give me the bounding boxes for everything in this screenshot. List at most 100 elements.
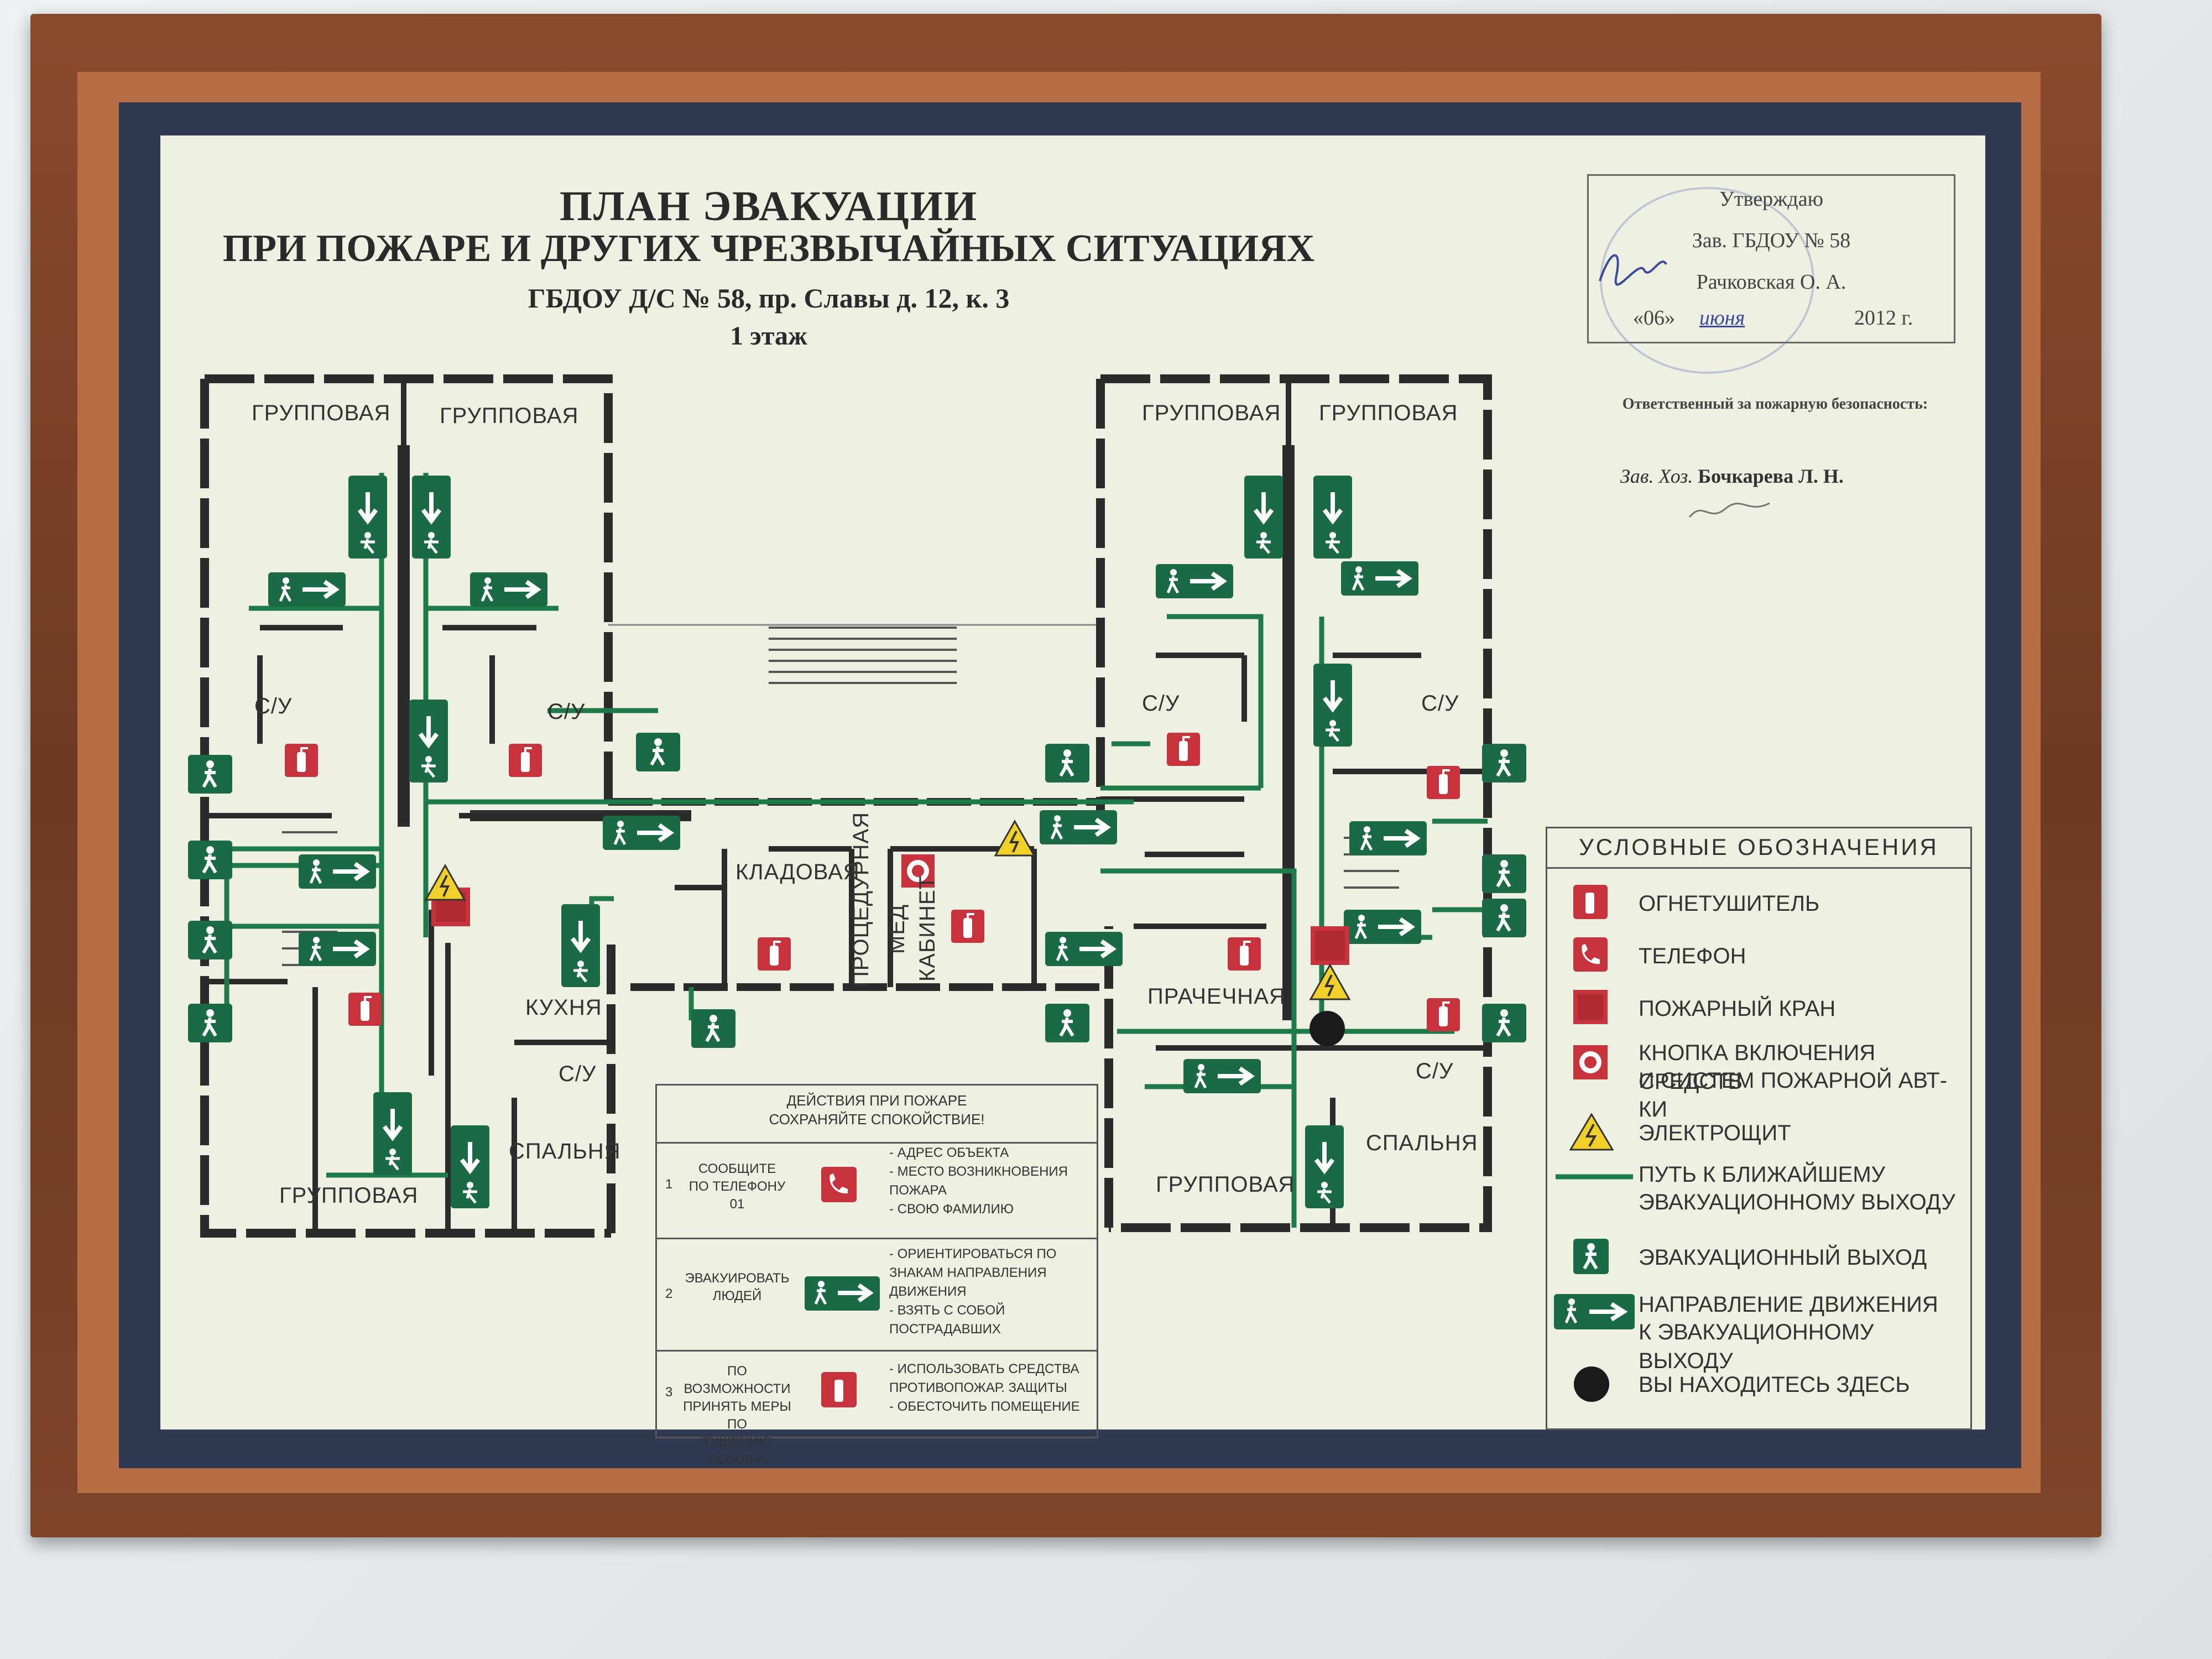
direction-arrow-icon — [561, 904, 600, 987]
direction-arrow-icon — [603, 816, 680, 850]
exit-icon — [1573, 1239, 1609, 1274]
responsible-position: Зав. Хоз. — [1620, 465, 1693, 487]
room-label: ГРУППОВАЯ — [1319, 401, 1458, 425]
direction-arrow-icon — [1349, 821, 1427, 855]
action-detail: ЗНАКАМ НАПРАВЛЕНИЯ — [889, 1265, 1047, 1280]
direction-arrow-icon — [299, 854, 376, 889]
fire-actions-table: ДЕЙСТВИЯ ПРИ ПОЖАРЕ СОХРАНЯЙТЕ СПОКОЙСТВ… — [655, 1084, 1098, 1467]
action-detail: ПОЖАРА — [889, 1183, 947, 1198]
action-detail: - ИСПОЛЬЗОВАТЬ СРЕДСТВА — [889, 1361, 1079, 1376]
legend: УСЛОВНЫЕ ОБОЗНАЧЕНИЯ ОГНЕТУШИТЕЛЬ ТЕЛЕФО… — [1546, 827, 1972, 1430]
direction-arrow-icon — [268, 572, 346, 607]
approval-line3: Рачковская О. А. — [1696, 270, 1846, 294]
fire-extinguisher-icon — [1166, 732, 1201, 767]
action-text: ТУШЕНИЮ ПОЖАРА — [702, 1434, 773, 1467]
legend-text: ВЫ НАХОДИТЕСЬ ЗДЕСЬ — [1639, 1373, 1910, 1397]
action-text: 01 — [729, 1197, 745, 1212]
action-detail: ДВИЖЕНИЯ — [889, 1284, 967, 1299]
fire-hydrant-icon — [1311, 926, 1349, 965]
fire-extinguisher-icon — [347, 992, 383, 1027]
action-text: ПО ТЕЛЕФОНУ — [688, 1179, 786, 1194]
room-label: С/У — [1421, 691, 1459, 716]
plan-floor: 1 этаж — [730, 321, 807, 351]
room-label: МЕД — [885, 904, 909, 954]
action-text: ПРИНЯТЬ МЕРЫ ПО — [683, 1399, 791, 1432]
room-label: С/У — [254, 694, 293, 718]
you-are-here-icon — [1574, 1366, 1609, 1402]
direction-arrow-icon — [1183, 1059, 1261, 1093]
responsible-signature — [1688, 502, 1770, 518]
room-label: ГРУППОВАЯ — [1142, 401, 1281, 425]
fire-extinguisher-icon — [1227, 936, 1262, 972]
legend-item: ЭЛЕКТРОЩИТ — [1547, 1113, 1970, 1157]
legend-item: НАПРАВЛЕНИЕ ДВИЖЕНИЯ К ЭВАКУАЦИОННОМУ ВЫ… — [1547, 1290, 1970, 1373]
exit-icon — [188, 1004, 232, 1042]
exit-icon — [1482, 1004, 1526, 1042]
room-label: С/У — [1416, 1059, 1454, 1083]
legend-text: ПУТЬ К БЛИЖАЙШЕМУ — [1639, 1162, 1886, 1187]
action-number: 3 — [665, 1385, 673, 1400]
room-label: КУХНЯ — [525, 995, 602, 1020]
actions-header-line2: СОХРАНЯЙТЕ СПОКОЙСТВИЕ! — [769, 1111, 985, 1128]
legend-text: ЭВАКУАЦИОННОМУ ВЫХОДУ — [1639, 1190, 1955, 1214]
legend-item: ВЫ НАХОДИТЕСЬ ЗДЕСЬ — [1547, 1365, 1970, 1409]
exit-icon — [1482, 744, 1526, 782]
legend-item: КНОПКА ВКЛЮЧЕНИЯ СРЕДСТВ И СИСТЕМ ПОЖАРН… — [1547, 1039, 1970, 1121]
plan-subtitle: ПРИ ПОЖАРЕ И ДРУГИХ ЧРЕЗВЫЧАЙНЫХ СИТУАЦИ… — [222, 227, 1315, 270]
action-text: ЛЮДЕЙ — [712, 1288, 762, 1303]
direction-arrow-icon — [1045, 932, 1123, 966]
approval-date-day: «06» — [1633, 306, 1675, 330]
phone-icon — [821, 1167, 857, 1202]
room-label: СПАЛЬНЯ — [509, 1139, 621, 1164]
room-label: С/У — [547, 700, 586, 724]
plan-title: ПЛАН ЭВАКУАЦИИ — [559, 183, 978, 229]
approval-block: Утверждаю Зав. ГБДОУ № 58 Рачковская О. … — [1587, 174, 1955, 374]
electrical-panel-icon — [1310, 964, 1350, 1000]
exit-icon — [188, 921, 232, 959]
legend-text: И СИСТЕМ ПОЖАРНОЙ АВТ-КИ — [1639, 1068, 1948, 1121]
actions-row: 2 ЭВАКУИРОВАТЬ ЛЮДЕЙ - ОРИЕНТИРОВАТЬСЯ П… — [657, 1239, 1097, 1352]
alarm-button-icon — [901, 854, 935, 888]
action-detail: - МЕСТО ВОЗНИКНОВЕНИЯ — [889, 1164, 1068, 1179]
room-label: СПАЛЬНЯ — [1366, 1131, 1478, 1155]
legend-text: КНОПКА ВКЛЮЧЕНИЯ СРЕДСТВ — [1639, 1041, 1876, 1094]
legend-item: ПОЖАРНЫЙ КРАН — [1547, 989, 1970, 1033]
legend-text: НАПРАВЛЕНИЕ ДВИЖЕНИЯ — [1639, 1292, 1938, 1317]
left-wing-walls — [200, 374, 615, 1238]
responsible-person: Зав. Хоз. Бочкарева Л. Н. — [1620, 465, 1844, 488]
action-text: ПО ВОЗМОЖНОСТИ — [684, 1364, 791, 1396]
action-text: СООБЩИТЕ — [698, 1161, 776, 1176]
approval-date-month: июня — [1699, 306, 1745, 330]
direction-arrow-icon — [299, 932, 376, 966]
legend-text: ЭВАКУАЦИОННЫЙ ВЫХОД — [1639, 1245, 1927, 1270]
fire-extinguisher-icon — [1426, 765, 1461, 800]
exit-icon — [1482, 899, 1526, 937]
legend-text: ТЕЛЕФОН — [1639, 944, 1746, 968]
legend-text: ЭЛЕКТРОЩИТ — [1639, 1121, 1791, 1145]
legend-item: ЭВАКУАЦИОННЫЙ ВЫХОД — [1547, 1238, 1970, 1282]
route-line-icon — [1556, 1174, 1633, 1180]
room-label: ПРАЧЕЧНАЯ — [1147, 984, 1286, 1009]
you-are-here-icon — [1310, 1011, 1345, 1046]
action-detail: ПОСТРАДАВШИХ — [889, 1322, 1001, 1337]
direction-arrow-icon — [1040, 810, 1117, 844]
legend-text: К ЭВАКУАЦИОННОМУ ВЫХОДУ — [1639, 1320, 1874, 1373]
action-number: 2 — [665, 1286, 673, 1301]
approval-line1: Утверждаю — [1719, 187, 1823, 211]
direction-arrow-icon — [1344, 910, 1421, 944]
actions-header-line1: ДЕЙСТВИЯ ПРИ ПОЖАРЕ — [786, 1092, 967, 1109]
exit-icon — [1045, 744, 1089, 782]
actions-row: 1 СООБЩИТЕ ПО ТЕЛЕФОНУ 01 - АДРЕС ОБЪЕКТ… — [657, 1138, 1097, 1239]
fire-extinguisher-icon — [821, 1372, 857, 1407]
alarm-button-icon — [1573, 1045, 1608, 1079]
responsible-caption: Ответственный за пожарную безопасность: — [1622, 395, 1928, 413]
legend-item: ТЕЛЕФОН — [1547, 936, 1970, 980]
direction-arrow-icon — [1156, 564, 1233, 598]
electrical-panel-icon — [994, 820, 1035, 857]
action-detail: - ОРИЕНТИРОВАТЬСЯ ПО — [889, 1246, 1057, 1261]
room-label: С/У — [1142, 691, 1180, 716]
room-label: ГРУППОВАЯ — [279, 1183, 419, 1208]
action-number: 1 — [665, 1177, 673, 1192]
action-detail: ПРОТИВОПОЖАР. ЗАЩИТЫ — [889, 1380, 1067, 1395]
fire-extinguisher-icon — [1573, 885, 1608, 919]
